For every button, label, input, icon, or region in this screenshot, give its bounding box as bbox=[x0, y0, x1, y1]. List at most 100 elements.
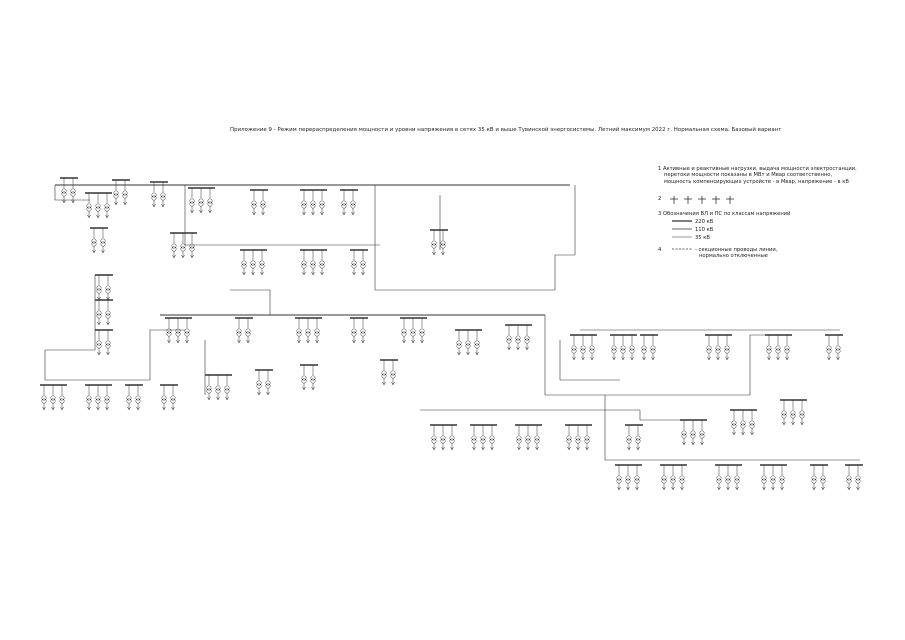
substation-43-feeder-2 bbox=[635, 425, 641, 451]
substation-7-feeder-3-transformer-b bbox=[319, 203, 325, 209]
substation-34-feeder-1-arrow bbox=[162, 406, 166, 411]
substation-3-feeder-1 bbox=[113, 180, 119, 206]
substation-17-feeder-1-arrow bbox=[97, 351, 101, 356]
substation-31-feeder-3-arrow bbox=[60, 406, 64, 411]
substation-31-feeder-2-transformer-a bbox=[50, 395, 56, 401]
substation-44-feeder-3-arrow bbox=[700, 441, 704, 446]
substation-52-feeder-1-arrow bbox=[847, 486, 851, 491]
substation-22-feeder-3-transformer-a bbox=[419, 328, 425, 334]
substation-51-feeder-2 bbox=[820, 465, 826, 491]
substation-20-feeder-3-arrow bbox=[315, 339, 319, 344]
substation-32-feeder-2-arrow bbox=[96, 406, 100, 411]
substation-22-feeder-2-arrow bbox=[411, 339, 415, 344]
substation-25-feeder-3 bbox=[589, 335, 595, 361]
substation-42-feeder-2-arrow bbox=[576, 446, 580, 451]
substation-4-feeder-1-transformer-a bbox=[151, 192, 157, 198]
legend-item-4: - секционные проводы линии, нормально от… bbox=[695, 247, 777, 260]
substation-41-feeder-1 bbox=[516, 425, 522, 451]
substation-31-feeder-3 bbox=[59, 385, 65, 411]
substation-23-feeder-1-arrow bbox=[457, 351, 461, 356]
substation-46-feeder-1-arrow bbox=[782, 421, 786, 426]
substation-31-feeder-3-transformer-a bbox=[59, 395, 65, 401]
substation-12-feeder-1-arrow bbox=[302, 271, 306, 276]
substation-9-feeder-2-transformer-b bbox=[100, 241, 106, 247]
substation-14-feeder-2-transformer-b bbox=[440, 243, 446, 249]
substation-45-feeder-2 bbox=[740, 410, 746, 436]
substation-51-feeder-1-arrow bbox=[812, 486, 816, 491]
substation-31-feeder-2-arrow bbox=[51, 406, 55, 411]
substation-29-feeder-2 bbox=[775, 335, 781, 361]
substation-19-feeder-2-transformer-a bbox=[245, 328, 251, 334]
substation-50-feeder-3-arrow bbox=[780, 486, 784, 491]
substation-40-feeder-1 bbox=[471, 425, 477, 451]
substation-21-feeder-2-transformer-b bbox=[360, 331, 366, 337]
substation-25-feeder-3-transformer-b bbox=[589, 348, 595, 354]
substation-42-feeder-3-arrow bbox=[585, 446, 589, 451]
substation-20-feeder-2-transformer-a bbox=[305, 328, 311, 334]
substation-3-feeder-1-transformer-b bbox=[113, 193, 119, 199]
substation-1-feeder-1-arrow bbox=[62, 199, 66, 204]
substation-37-feeder-1-arrow bbox=[302, 386, 306, 391]
substation-52-feeder-1-transformer-b bbox=[846, 478, 852, 484]
diagram-title: Приложение 9 - Режим перераспределения м… bbox=[230, 127, 782, 133]
substations bbox=[40, 177, 863, 491]
substation-11-feeder-1-arrow bbox=[242, 271, 246, 276]
substation-24-feeder-1-arrow bbox=[507, 346, 511, 351]
substation-12-feeder-3-transformer-a bbox=[319, 260, 325, 266]
substation-7-feeder-2-transformer-b bbox=[310, 203, 316, 209]
substation-51-feeder-1-transformer-b bbox=[811, 478, 817, 484]
substation-47-feeder-1-arrow bbox=[617, 486, 621, 491]
substation-14-feeder-1 bbox=[431, 230, 437, 256]
substation-9-feeder-1-transformer-a bbox=[91, 238, 97, 244]
substation-48-feeder-2-arrow bbox=[671, 486, 675, 491]
substation-45-feeder-1-transformer-b bbox=[731, 423, 737, 429]
substation-29-feeder-2-arrow bbox=[776, 356, 780, 361]
substation-38-feeder-2-transformer-b bbox=[390, 373, 396, 379]
substation-49-feeder-1 bbox=[716, 465, 722, 491]
substation-47-feeder-1 bbox=[616, 465, 622, 491]
substation-40-feeder-1-transformer-b bbox=[471, 438, 477, 444]
substation-5-feeder-3-transformer-a bbox=[207, 198, 213, 204]
substation-52-feeder-1 bbox=[846, 465, 852, 491]
substation-30-feeder-1-transformer-a bbox=[826, 345, 832, 351]
substation-12-feeder-1 bbox=[301, 250, 307, 276]
substation-3-feeder-2-arrow bbox=[123, 201, 127, 206]
substation-7-feeder-1-arrow bbox=[302, 211, 306, 216]
substation-22-feeder-1-transformer-a bbox=[401, 328, 407, 334]
substation-9-feeder-2-arrow bbox=[101, 249, 105, 254]
substation-51-feeder-2-transformer-a bbox=[820, 475, 826, 481]
substation-39-feeder-3-arrow bbox=[450, 446, 454, 451]
substation-36-feeder-2 bbox=[265, 370, 271, 396]
substation-46-feeder-1-transformer-b bbox=[781, 413, 787, 419]
substation-50-feeder-2-transformer-b bbox=[770, 478, 776, 484]
substation-42-feeder-3-transformer-b bbox=[584, 438, 590, 444]
substation-16-feeder-2-arrow bbox=[106, 321, 110, 326]
substation-20-feeder-3 bbox=[314, 318, 320, 344]
substation-20-feeder-2 bbox=[305, 318, 311, 344]
line-central-loop bbox=[374, 185, 575, 291]
substation-13-feeder-2 bbox=[360, 250, 366, 276]
substation-42-feeder-3 bbox=[584, 425, 590, 451]
substation-45-feeder-3-arrow bbox=[750, 431, 754, 436]
substation-8-feeder-2-arrow bbox=[351, 211, 355, 216]
substation-41-feeder-2-arrow bbox=[526, 446, 530, 451]
substation-3-feeder-2 bbox=[122, 180, 128, 206]
substation-39-feeder-3-transformer-a bbox=[449, 435, 455, 441]
substation-21-feeder-2 bbox=[360, 318, 366, 344]
substation-24-feeder-1 bbox=[506, 325, 512, 351]
substation-10-feeder-2-transformer-a bbox=[180, 243, 186, 249]
substation-47-feeder-2 bbox=[625, 465, 631, 491]
substation-7-feeder-3 bbox=[319, 190, 325, 216]
substation-49-feeder-1-transformer-b bbox=[716, 478, 722, 484]
substation-46-feeder-3-transformer-a bbox=[799, 410, 805, 416]
substation-51-feeder-2-transformer-b bbox=[820, 478, 826, 484]
substation-32-feeder-3 bbox=[104, 385, 110, 411]
substation-49-feeder-3 bbox=[734, 465, 740, 491]
substation-29-feeder-2-transformer-b bbox=[775, 348, 781, 354]
substation-28-feeder-1-transformer-a bbox=[706, 345, 712, 351]
substation-16-feeder-1-arrow bbox=[97, 321, 101, 326]
substation-36-feeder-2-transformer-a bbox=[265, 380, 271, 386]
substation-4-feeder-1-arrow bbox=[152, 203, 156, 208]
substation-1-feeder-1-transformer-b bbox=[61, 191, 67, 197]
